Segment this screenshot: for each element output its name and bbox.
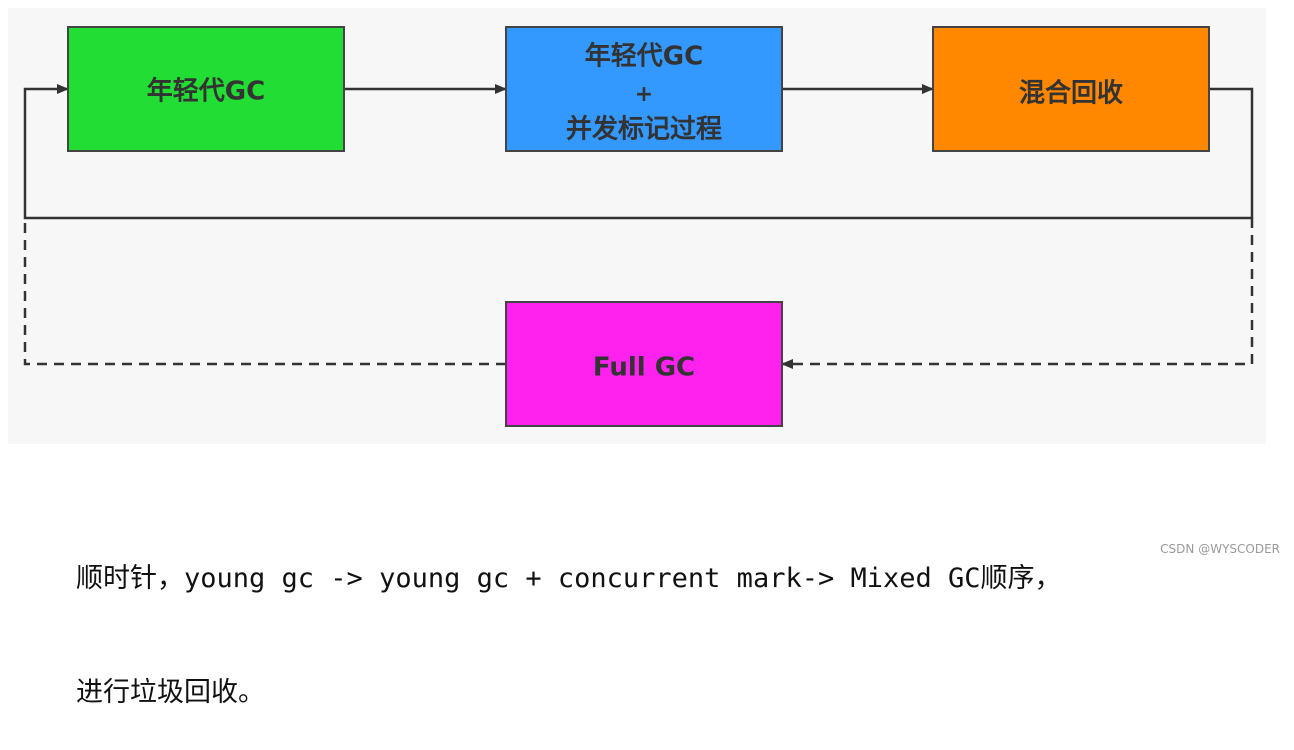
node-full-gc-label: Full GC xyxy=(593,353,695,383)
watermark: CSDN @WYSCODER xyxy=(1160,542,1280,556)
node-concurrent-line3: 并发标记过程 xyxy=(566,114,722,145)
node-young-gc-concurrent-box xyxy=(505,26,783,152)
node-young-gc: 年轻代GC xyxy=(67,26,345,152)
node-young-gc-box xyxy=(67,26,345,152)
node-mixed-gc: 混合回收 xyxy=(932,26,1210,152)
caption-line-2: 进行垃圾回收。 xyxy=(76,677,265,708)
gc-flow-diagram: 年轻代GC 年轻代GC + 并发标记过程 混合回收 Full GC xyxy=(23,26,1254,427)
caption: 顺时针，young gc -> young gc + concurrent ma… xyxy=(76,484,1226,750)
node-full-gc: Full GC xyxy=(505,301,783,427)
caption-line-1: 顺时针，young gc -> young gc + concurrent ma… xyxy=(76,563,1062,594)
edge-mixed-to-young xyxy=(23,84,1254,220)
node-concurrent-plus: + xyxy=(635,82,653,107)
node-full-gc-box xyxy=(505,301,783,427)
edge-full-gc-to-young xyxy=(23,218,506,366)
edge-mixed-to-full-gc xyxy=(781,218,1254,369)
node-mixed-gc-box xyxy=(932,26,1210,152)
node-young-gc-label: 年轻代GC xyxy=(147,76,265,107)
node-young-gc-concurrent: 年轻代GC + 并发标记过程 xyxy=(505,26,783,152)
node-mixed-gc-label: 混合回收 xyxy=(1019,78,1123,109)
node-concurrent-line1: 年轻代GC xyxy=(585,41,703,72)
